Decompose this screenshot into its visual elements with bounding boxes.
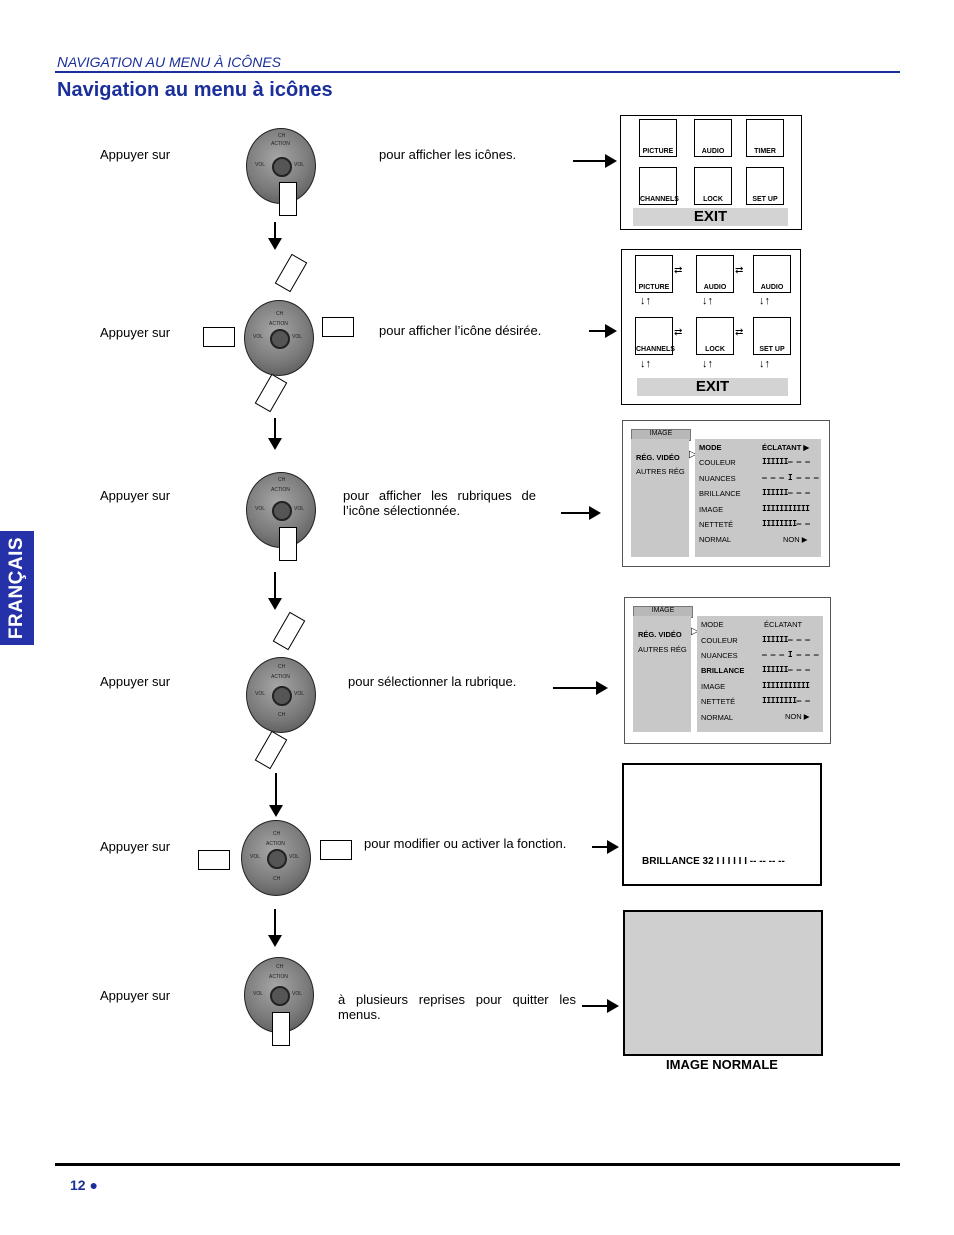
updown-arrows-icon: ↓↑ (759, 295, 770, 307)
channels-icon: CHANNELS (635, 317, 675, 355)
left-hand-icon (203, 327, 235, 347)
icon-navigation-panel: PICTURE AUDIO AUDIO ⇄ ⇄ ↓↑ ↓↑ ↓↑ CHANNEL… (621, 249, 801, 405)
swap-arrows-icon: ⇄ (674, 327, 683, 338)
pointer-icon: ▷ (689, 449, 697, 460)
picture-icon: PICTURE (639, 119, 677, 157)
pointer-icon: ▷ (691, 626, 699, 637)
header-rule (55, 71, 900, 73)
action-button-icon (267, 849, 287, 869)
audio-icon: AUDIO (694, 119, 732, 157)
step-6-text: à plusieurs reprises pour quitter les me… (338, 992, 576, 1022)
step-6-label: Appuyer sur (100, 988, 171, 1003)
action-button-icon (270, 329, 290, 349)
arrow-head-icon (605, 324, 617, 338)
lock-icon: LOCK (696, 317, 734, 355)
step-2-text: pour afficher l’icône désirée. (379, 323, 542, 338)
icon-menu-panel: PICTURE AUDIO TIMER CHANNELS LOCK SET UP… (620, 115, 802, 230)
down-hand-icon (254, 373, 288, 413)
remote-dial-2: CH ACTION VOL VOL (244, 300, 314, 376)
updown-arrows-icon: ↓↑ (759, 358, 770, 370)
swap-arrows-icon: ⇄ (735, 265, 744, 276)
picture-icon: PICTURE (635, 255, 673, 293)
menu-left-item[interactable]: RÉG. VIDÉO (636, 453, 680, 462)
step-1-label: Appuyer sur (100, 147, 171, 162)
exit-bar[interactable]: EXIT (637, 378, 788, 396)
step-5-text: pour modifier ou activer la fonction. (364, 836, 567, 851)
updown-arrows-icon: ↓↑ (702, 358, 713, 370)
up-hand-icon (274, 253, 308, 293)
image-menu-panel: IMAGE RÉG. VIDÉO AUTRES RÉG ▷ MODE ÉCLAT… (622, 420, 830, 567)
channels-icon: CHANNELS (639, 167, 679, 205)
menu-left-item[interactable]: AUTRES RÉG (636, 467, 685, 476)
remote-dial-4: CH ACTION VOL VOL CH (246, 657, 316, 733)
action-button-icon (272, 157, 292, 177)
section-header: NAVIGATION AU MENU À ICÔNES (57, 54, 281, 71)
arrow-head-icon (607, 999, 619, 1013)
step-4-text: pour sélectionner la rubrique. (348, 674, 517, 689)
action-button-icon (272, 501, 292, 521)
page-title: Navigation au menu à icônes (57, 79, 333, 101)
footer-rule (55, 1163, 900, 1166)
step-5-label: Appuyer sur (100, 839, 171, 854)
timer-icon: TIMER (746, 119, 784, 157)
remote-dial-5: CH ACTION VOL VOL CH (241, 820, 311, 896)
action-button-icon (270, 986, 290, 1006)
audio-icon: AUDIO (753, 255, 791, 293)
arrow-down-icon (274, 572, 276, 600)
language-tab: FRANÇAIS (0, 531, 34, 645)
audio-icon: AUDIO (696, 255, 734, 293)
setup-icon: SET UP (746, 167, 784, 205)
down-hand-icon (254, 730, 288, 770)
lock-icon: LOCK (694, 167, 732, 205)
action-button-icon (272, 686, 292, 706)
press-hand-icon (279, 182, 297, 216)
swap-arrows-icon: ⇄ (735, 327, 744, 338)
arrow-head-icon (589, 506, 601, 520)
step-3-text: pour afficher les rubriques de l’icône s… (343, 488, 536, 518)
arrow-right-icon (573, 160, 611, 162)
updown-arrows-icon: ↓↑ (640, 358, 651, 370)
step-4-label: Appuyer sur (100, 674, 171, 689)
arrow-down-icon (274, 909, 276, 937)
exit-bar[interactable]: EXIT (633, 208, 788, 226)
step-2-label: Appuyer sur (100, 325, 171, 340)
page-number: 12 ● (70, 1177, 98, 1193)
arrow-head-icon (607, 840, 619, 854)
brillance-screen: BRILLANCE 32 I I I I I I -- -- -- -- (622, 763, 822, 886)
image-menu-panel-2: IMAGE RÉG. VIDÉO AUTRES RÉG ▷ MODE ÉCLAT… (624, 597, 831, 744)
setup-icon: SET UP (753, 317, 791, 355)
step-1-text: pour afficher les icônes. (379, 147, 517, 162)
press-hand-icon (272, 1012, 290, 1046)
normal-picture-screen (623, 910, 823, 1056)
arrow-down-icon (274, 418, 276, 440)
left-hand-icon (198, 850, 230, 870)
brillance-bar: BRILLANCE 32 I I I I I I -- -- -- -- (642, 856, 785, 867)
right-hand-icon (320, 840, 352, 860)
step-3-label: Appuyer sur (100, 488, 171, 503)
arrow-head-icon (605, 154, 617, 168)
arrow-down-icon (275, 773, 277, 807)
menu-left-item[interactable]: RÉG. VIDÉO (638, 630, 682, 639)
updown-arrows-icon: ↓↑ (702, 295, 713, 307)
press-hand-icon (279, 527, 297, 561)
updown-arrows-icon: ↓↑ (640, 295, 651, 307)
arrow-down-icon (274, 222, 276, 240)
menu-left-item[interactable]: AUTRES RÉG (638, 645, 687, 654)
arrow-head-icon (596, 681, 608, 695)
right-hand-icon (322, 317, 354, 337)
normal-caption: IMAGE NORMALE (666, 1057, 778, 1072)
swap-arrows-icon: ⇄ (674, 265, 683, 276)
up-hand-icon (272, 611, 306, 651)
